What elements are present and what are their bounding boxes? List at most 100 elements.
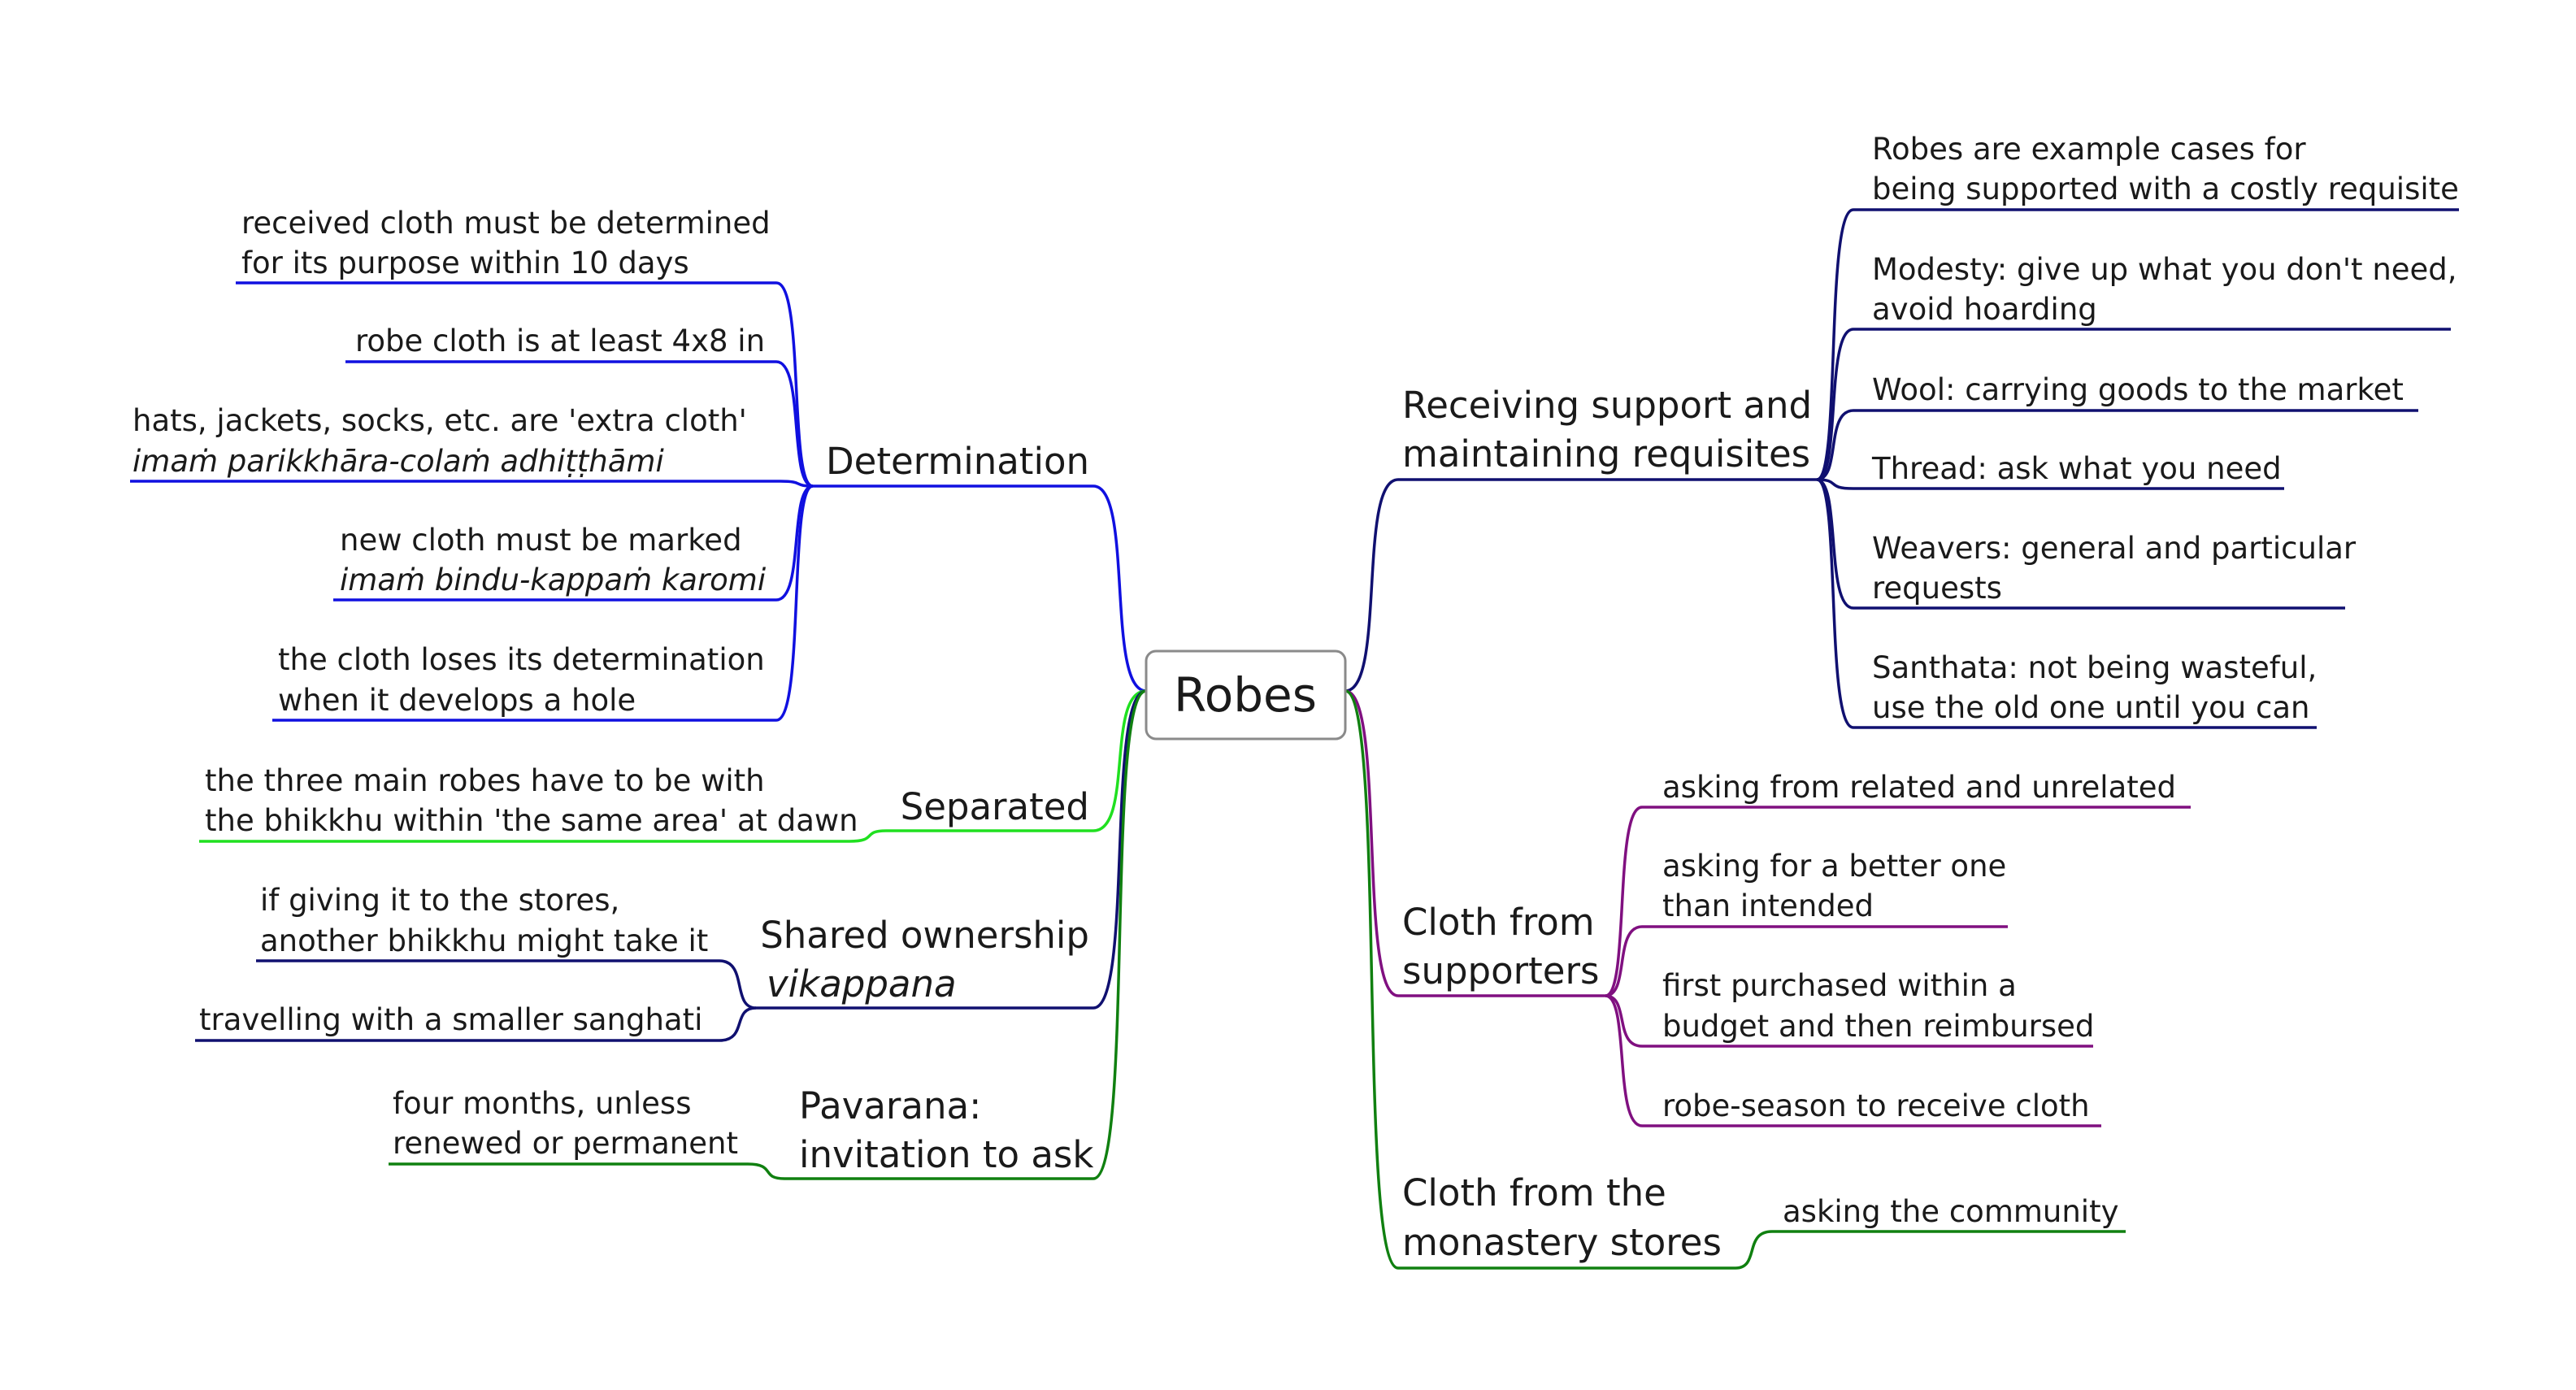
leaf-sup-l3-line1: first purchased within a xyxy=(1662,968,2017,1003)
branch-receiving[interactable]: Receiving support and maintaining requis… xyxy=(1402,384,1812,476)
leaf-stores-l1-line1: asking the community xyxy=(1783,1194,2119,1229)
leaf-shared-l1-line1: if giving it to the stores, xyxy=(260,883,619,918)
leaf-det-l2[interactable]: robe cloth is at least 4x8 in xyxy=(355,324,765,358)
leaf-rec-l2-line1: Modesty: give up what you don't need, xyxy=(1872,252,2457,287)
leaf-det-l3-line2: imaṁ parikkhāra-colaṁ adhiṭṭhāmi xyxy=(132,444,664,479)
leaf-det-l5[interactable]: the cloth loses its determination when i… xyxy=(278,642,765,718)
branch-shared-label-line2[interactable]: vikappana xyxy=(767,962,957,1006)
leaf-rec-l4-line1: Thread: ask what you need xyxy=(1871,451,2282,486)
edge-center-separated xyxy=(1093,689,1147,832)
leaf-rec-l5-line1: Weavers: general and particular xyxy=(1872,531,2357,566)
edge-rec-l6 xyxy=(1816,478,2317,729)
edge-pav-l1 xyxy=(389,1162,785,1180)
leaf-pav-l1-line1: four months, unless xyxy=(393,1086,691,1121)
leaf-det-l3[interactable]: hats, jackets, socks, etc. are 'extra cl… xyxy=(132,403,747,479)
leaf-sep-l1-line1: the three main robes have to be with xyxy=(205,763,765,798)
leaf-rec-l5[interactable]: Weavers: general and particular requests xyxy=(1872,531,2357,606)
leaf-sup-l3-line2: budget and then reimbursed xyxy=(1662,1009,2094,1044)
leaf-rec-l5-line2: requests xyxy=(1872,571,2002,606)
leaf-sup-l4[interactable]: robe-season to receive cloth xyxy=(1662,1088,2090,1123)
leaf-det-l5-line1: the cloth loses its determination xyxy=(278,642,765,677)
leaf-shared-l1-line2: another bhikkhu might take it xyxy=(260,923,708,958)
branch-separated-label[interactable]: Separated xyxy=(901,785,1089,828)
leaf-det-l2-line1: robe cloth is at least 4x8 in xyxy=(355,324,765,358)
branch-separated[interactable]: Separated xyxy=(901,785,1089,828)
edge-rec-l2 xyxy=(1816,328,2451,481)
leaf-rec-l3-line1: Wool: carrying goods to the market xyxy=(1872,372,2404,407)
center-node-box xyxy=(1145,649,1347,741)
edge-rec-l1 xyxy=(1816,208,2459,481)
edge-center-shared xyxy=(1093,689,1147,1010)
leaf-sup-l1[interactable]: asking from related and unrelated xyxy=(1662,770,2176,805)
edge-center-determination xyxy=(1093,484,1147,693)
edge-shared-l1 xyxy=(256,959,757,1010)
leaf-rec-l1[interactable]: Robes are example cases for being suppor… xyxy=(1872,132,2459,206)
edge-center-pavarana xyxy=(1093,689,1147,1180)
branch-stores[interactable]: Cloth from the monastery stores xyxy=(1402,1171,1722,1264)
edge-center-receiving xyxy=(1344,478,1399,693)
leaf-pav-l1-line2: renewed or permanent xyxy=(393,1126,738,1161)
leaf-det-l5-line2: when it develops a hole xyxy=(278,683,636,718)
leaf-det-l1-line1: received cloth must be determined xyxy=(241,206,771,241)
edge-det-l4 xyxy=(333,484,814,602)
leaf-det-l4-line2: imaṁ bindu-kappaṁ karomi xyxy=(340,563,767,597)
leaf-det-l3-line1: hats, jackets, socks, etc. are 'extra cl… xyxy=(132,403,747,438)
leaf-rec-l6-line1: Santhata: not being wasteful, xyxy=(1872,650,2317,685)
edge-stores-l1 xyxy=(1735,1230,2126,1270)
leaf-det-l1-line2: for its purpose within 10 days xyxy=(241,245,689,280)
leaf-sup-l2-line2: than intended xyxy=(1662,888,1874,923)
branch-pavarana[interactable]: Pavarana: invitation to ask xyxy=(799,1084,1093,1176)
edge-sup-l4 xyxy=(1605,994,2101,1127)
leaf-rec-l6-line2: use the old one until you can xyxy=(1872,690,2309,725)
leaf-det-l4-line1: new cloth must be marked xyxy=(340,523,742,558)
leaf-rec-l2[interactable]: Modesty: give up what you don't need, av… xyxy=(1872,252,2457,327)
branch-pavarana-label-line2[interactable]: invitation to ask xyxy=(799,1133,1093,1176)
leaf-sup-l2[interactable]: asking for a better one than intended xyxy=(1662,849,2006,923)
leaf-sup-l4-line1: robe-season to receive cloth xyxy=(1662,1088,2090,1123)
leaf-sup-l3[interactable]: first purchased within a budget and then… xyxy=(1662,968,2094,1044)
edge-center-supporters xyxy=(1344,689,1399,997)
leaf-shared-l1[interactable]: if giving it to the stores, another bhik… xyxy=(260,883,708,958)
edge-shared-l2 xyxy=(195,1006,757,1042)
branch-shared-label-line1[interactable]: Shared ownership xyxy=(760,914,1089,957)
leaf-rec-l1-line2: being supported with a costly requisite xyxy=(1872,172,2459,206)
leaf-rec-l1-line1: Robes are example cases for xyxy=(1872,132,2306,167)
branch-supporters-label-line2[interactable]: supporters xyxy=(1402,949,1599,993)
leaf-rec-l3[interactable]: Wool: carrying goods to the market xyxy=(1872,372,2404,407)
branch-shared[interactable]: Shared ownership vikappana xyxy=(760,914,1089,1006)
edge-sup-l1 xyxy=(1605,806,2191,997)
branch-supporters-label-line1[interactable]: Cloth from xyxy=(1402,901,1595,944)
leaf-shared-l2[interactable]: travelling with a smaller sanghati xyxy=(199,1002,702,1037)
edge-sep-l1 xyxy=(199,829,887,843)
branch-determination-label[interactable]: Determination xyxy=(826,440,1089,483)
branch-supporters[interactable]: Cloth from supporters xyxy=(1402,901,1599,993)
leaf-sup-l2-line1: asking for a better one xyxy=(1662,849,2006,884)
leaf-rec-l4[interactable]: Thread: ask what you need xyxy=(1871,451,2282,486)
edge-det-l5 xyxy=(272,484,814,722)
leaf-shared-l2-line1: travelling with a smaller sanghati xyxy=(199,1002,702,1037)
center-node-label[interactable]: Robes xyxy=(1174,667,1317,723)
edge-det-l3 xyxy=(130,480,814,488)
edge-center-stores xyxy=(1344,689,1399,1270)
leaf-sep-l1[interactable]: the three main robes have to be with the… xyxy=(205,763,858,838)
branch-determination[interactable]: Determination xyxy=(826,440,1089,483)
leaf-sep-l1-line2: the bhikkhu within 'the same area' at da… xyxy=(205,803,858,838)
branch-receiving-label-line2[interactable]: maintaining requisites xyxy=(1402,432,1810,476)
edge-sup-l2 xyxy=(1605,925,2008,997)
edge-det-l2 xyxy=(345,360,814,488)
leaf-pav-l1[interactable]: four months, unless renewed or permanent xyxy=(393,1086,738,1161)
leaf-det-l1[interactable]: received cloth must be determined for it… xyxy=(241,206,771,280)
leaf-stores-l1[interactable]: asking the community xyxy=(1783,1194,2119,1229)
branch-stores-label-line1[interactable]: Cloth from the xyxy=(1402,1171,1666,1214)
edge-sup-l3 xyxy=(1605,994,2093,1048)
edge-rec-l5 xyxy=(1816,478,2345,610)
edge-rec-l4 xyxy=(1816,478,2284,490)
leaf-sup-l1-line1: asking from related and unrelated xyxy=(1662,770,2176,805)
leaf-det-l4[interactable]: new cloth must be marked imaṁ bindu-kapp… xyxy=(340,523,767,597)
branch-pavarana-label-line1[interactable]: Pavarana: xyxy=(799,1084,981,1127)
branch-receiving-label-line1[interactable]: Receiving support and xyxy=(1402,384,1812,427)
edge-rec-l3 xyxy=(1816,409,2418,481)
branch-stores-label-line2[interactable]: monastery stores xyxy=(1402,1221,1722,1264)
leaf-rec-l6[interactable]: Santhata: not being wasteful, use the ol… xyxy=(1872,650,2317,725)
